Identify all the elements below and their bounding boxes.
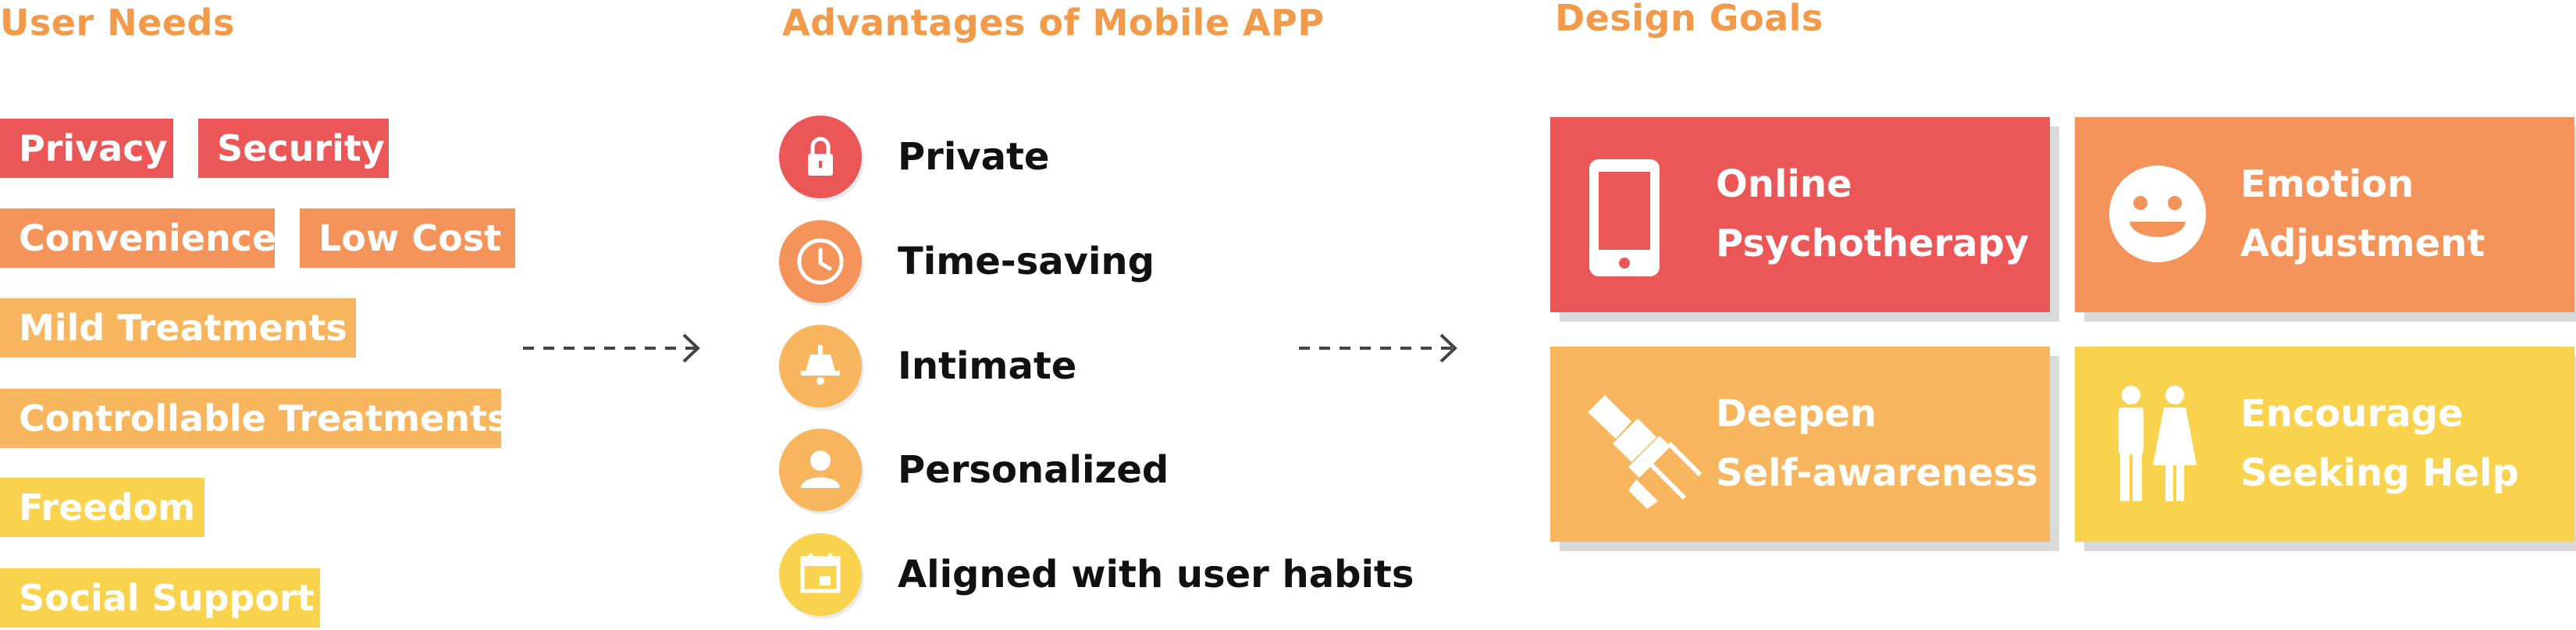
need-tag-freedom: Freedom <box>0 478 205 537</box>
advantage-item-private: Private <box>779 114 1049 200</box>
flow-arrow-2 <box>1299 333 1457 363</box>
flashlight-icon <box>1582 378 1706 511</box>
need-tag-mild-treatments: Mild Treatments <box>0 298 356 358</box>
smiley-icon <box>2106 148 2215 281</box>
goal-line-1: Deepen <box>1716 392 1877 436</box>
goal-line-2: Seeking Help <box>2240 451 2519 495</box>
need-tag-social-support: Social Support <box>0 568 320 628</box>
goal-line-2: Adjustment <box>2240 222 2485 265</box>
need-tag-low-cost: Low Cost <box>300 208 515 268</box>
goal-card-online-psychotherapy: Online Psychotherapy <box>1550 117 2050 312</box>
advantage-label: Time-saving <box>898 240 1155 283</box>
goal-card-emotion-adjustment: Emotion Adjustment <box>2075 117 2574 312</box>
advantages-title: Advantages of Mobile APP <box>782 2 1325 44</box>
people-icon <box>2106 378 2200 511</box>
goal-line-1: Encourage <box>2240 392 2464 436</box>
need-tag-security: Security <box>198 119 389 178</box>
advantage-item-intimate: Intimate <box>779 323 1076 409</box>
advantage-label: Intimate <box>898 344 1077 388</box>
person-icon <box>779 429 862 511</box>
advantage-item-aligned-with-user-habits: Aligned with user habits <box>779 532 1414 618</box>
clock-icon <box>779 220 862 303</box>
lock-icon <box>779 116 862 198</box>
need-tag-convenience: Convenience <box>0 208 276 268</box>
advantage-label: Private <box>898 135 1050 179</box>
goal-line-2: Psychotherapy <box>1716 222 2030 265</box>
goal-card-deepen-self-awareness: Deepen Self-awareness <box>1550 347 2050 542</box>
flow-arrow-1 <box>523 333 700 363</box>
user-needs-title: User Needs <box>0 2 235 44</box>
advantage-label: Personalized <box>898 448 1169 492</box>
bell-icon <box>779 325 862 408</box>
advantage-item-personalized: Personalized <box>779 427 1169 513</box>
advantage-label: Aligned with user habits <box>898 553 1414 596</box>
calendar-icon <box>779 533 862 616</box>
goal-line-1: Emotion <box>2240 162 2414 206</box>
goal-line-1: Online <box>1716 162 1852 206</box>
phone-icon <box>1582 148 1667 281</box>
advantage-item-time-saving: Time-saving <box>779 219 1155 304</box>
goal-line-2: Self-awareness <box>1716 451 2038 495</box>
design-goals-title: Design Goals <box>1555 0 1823 39</box>
goal-card-encourage-seeking-help: Encourage Seeking Help <box>2075 347 2574 542</box>
need-tag-privacy: Privacy <box>0 119 173 178</box>
need-tag-controllable-treatments: Controllable Treatments <box>0 389 508 448</box>
